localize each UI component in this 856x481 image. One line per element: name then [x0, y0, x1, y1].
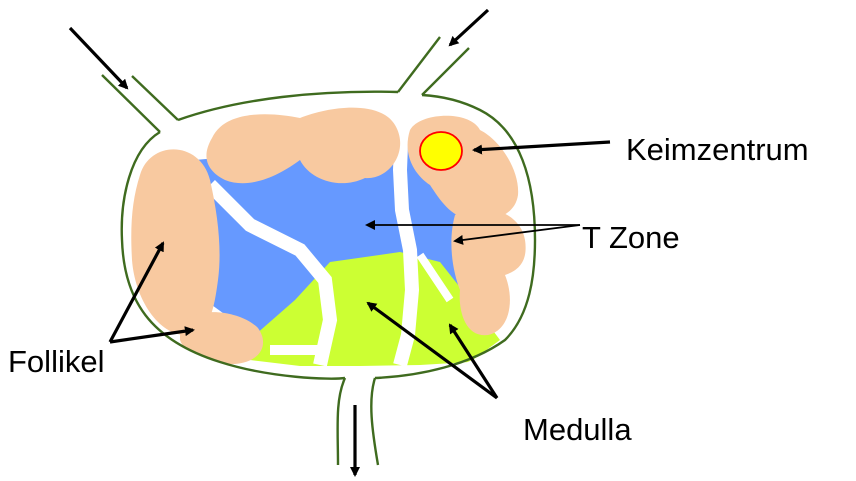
- label-keimzentrum: Keimzentrum: [626, 134, 809, 165]
- efferent-vessel-a: [338, 378, 345, 465]
- follicle-left: [131, 149, 219, 335]
- label-t-zone: T Zone: [582, 222, 680, 253]
- afferent-vessel-left-a: [102, 75, 160, 132]
- label-follikel: Follikel: [8, 346, 104, 377]
- arrow-afferent-right: [450, 10, 488, 45]
- label-medulla: Medulla: [523, 414, 632, 445]
- afferent-vessel-left-b: [132, 76, 178, 120]
- arrow-afferent-left: [70, 28, 127, 88]
- germinal-center: [420, 132, 462, 170]
- afferent-vessel-right-b: [422, 48, 469, 95]
- node-tissue: [131, 108, 525, 366]
- efferent-vessel-b: [371, 378, 378, 465]
